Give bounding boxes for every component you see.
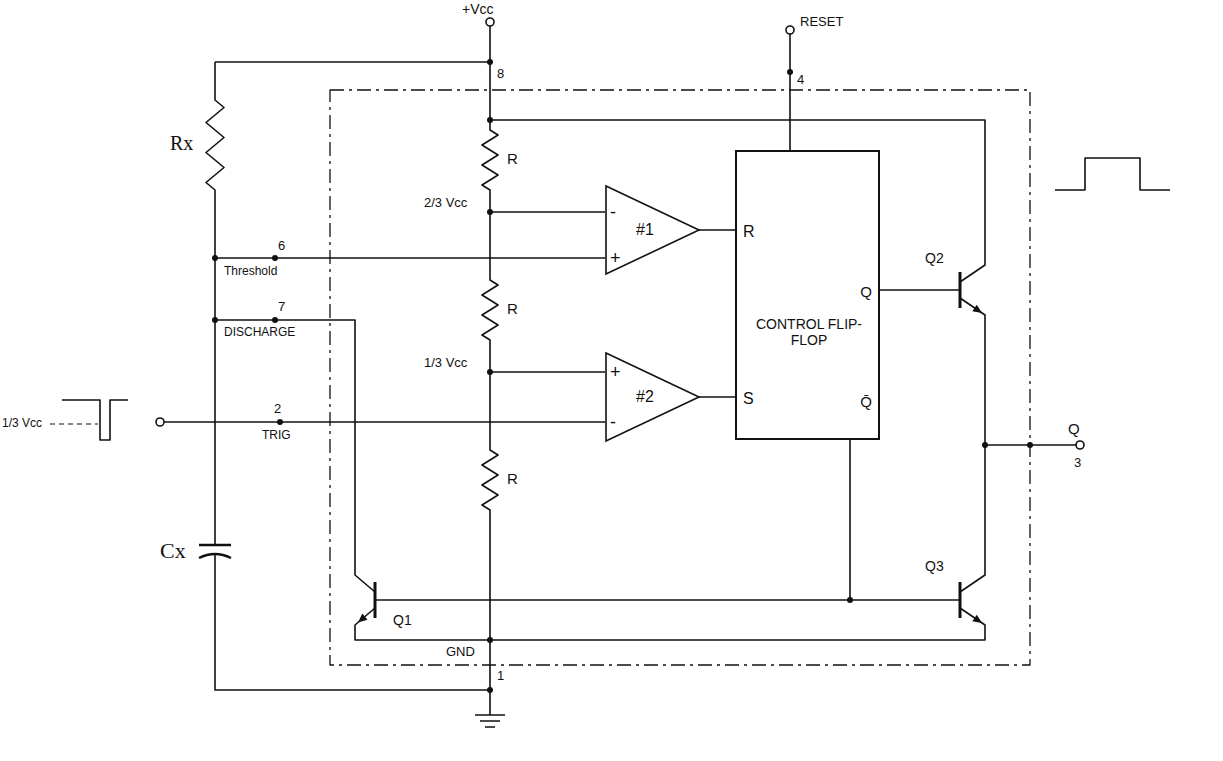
junction-dot (212, 317, 218, 323)
emitter-arrow (972, 305, 982, 313)
terminal (486, 18, 494, 26)
comparator: #2 + - (605, 352, 700, 442)
level-dash (50, 423, 98, 424)
output-pulse (1055, 158, 1170, 190)
qbar-wire (849, 440, 851, 600)
flip-flop-box: R CONTROL FLIP-FLOP Q S Q̄ (735, 150, 880, 440)
q2-base-wire (880, 289, 960, 291)
comparator-triangle (606, 186, 699, 274)
resistor-label: Rx (170, 132, 193, 155)
level-label: 1/3 Vcc (2, 416, 42, 430)
ground-symbol (475, 715, 505, 727)
transistor-label: Q1 (393, 612, 412, 628)
junction-dot (487, 369, 493, 375)
ground-wire (215, 554, 490, 690)
terminal-name: Q (860, 284, 872, 300)
discharge-wire (215, 320, 375, 592)
pin-name: DISCHARGE (224, 325, 295, 339)
pin-dot (1027, 442, 1033, 448)
base-drive-wire (375, 599, 960, 601)
terminal (156, 418, 164, 426)
vcc-wire (215, 61, 490, 63)
pin-number: 8 (497, 66, 504, 81)
chip-outline (330, 90, 1030, 665)
trigger-wire (164, 421, 605, 423)
pin-name: RESET (800, 14, 843, 29)
pin-dot (272, 317, 278, 323)
pin-dot (277, 419, 283, 425)
transistor-label: Q2 (925, 250, 944, 266)
pin-number: 7 (278, 299, 285, 314)
junction-dot (487, 117, 493, 123)
junction-dot (847, 597, 853, 603)
emitter-arrow (358, 614, 368, 623)
output-name: Q (1068, 420, 1080, 437)
voltage-label: 1/3 Vcc (424, 355, 467, 370)
terminal-name: + (610, 364, 621, 380)
divider-resistor-chain (482, 26, 498, 715)
supply-label: +Vcc (462, 1, 494, 17)
pin-number: 1 (497, 668, 504, 683)
resistor-label: R (507, 300, 518, 317)
transistor-base-bar (959, 272, 962, 308)
pin-number: 4 (797, 72, 804, 87)
reference-wire (490, 371, 605, 373)
pin-name: TRIG (262, 428, 291, 442)
terminal-name: + (610, 250, 621, 266)
terminal-name: S (743, 391, 754, 407)
voltage-label: 2/3 Vcc (424, 195, 467, 210)
comparator-triangle (606, 353, 699, 441)
pin-number: 2 (274, 401, 281, 416)
junction-dot (982, 442, 988, 448)
terminal-name: Q̄ (860, 394, 872, 410)
emitter-arrow (972, 615, 982, 623)
reset-wire (789, 34, 791, 150)
capacitor-plate (199, 544, 231, 547)
signal-wire (699, 229, 735, 231)
junction-dot (487, 209, 493, 215)
terminal-name: - (610, 204, 616, 220)
reference-wire (490, 211, 605, 213)
timing-resistor (206, 62, 224, 545)
output-wire (960, 298, 985, 592)
junction-dot (487, 637, 493, 643)
signal-wire (699, 396, 735, 398)
pin-dot (787, 69, 793, 75)
trigger-pulse (62, 400, 128, 440)
emitter-ground-wire (355, 608, 985, 640)
terminal-name: #2 (636, 389, 654, 405)
pin-dot (487, 687, 493, 693)
pin-name: GND (446, 644, 475, 659)
pin-dot (272, 255, 278, 261)
terminal (1076, 441, 1084, 449)
junction-dot (212, 255, 218, 261)
resistor-label: R (507, 150, 518, 167)
block-title: CONTROL FLIP-FLOP (750, 316, 868, 348)
pin-number: 6 (278, 238, 285, 253)
pin-name: Threshold (224, 264, 277, 278)
terminal (786, 26, 794, 34)
terminal-name: R (743, 224, 755, 240)
pin-number: 3 (1074, 455, 1081, 470)
terminal-name: - (610, 414, 616, 430)
capacitor-label: Cx (160, 538, 186, 563)
transistor-label: Q3 (925, 558, 944, 574)
pin-dot (487, 59, 493, 65)
resistor-label: R (507, 470, 518, 487)
comparator: #1 - + (605, 185, 700, 275)
terminal-name: #1 (636, 222, 654, 238)
